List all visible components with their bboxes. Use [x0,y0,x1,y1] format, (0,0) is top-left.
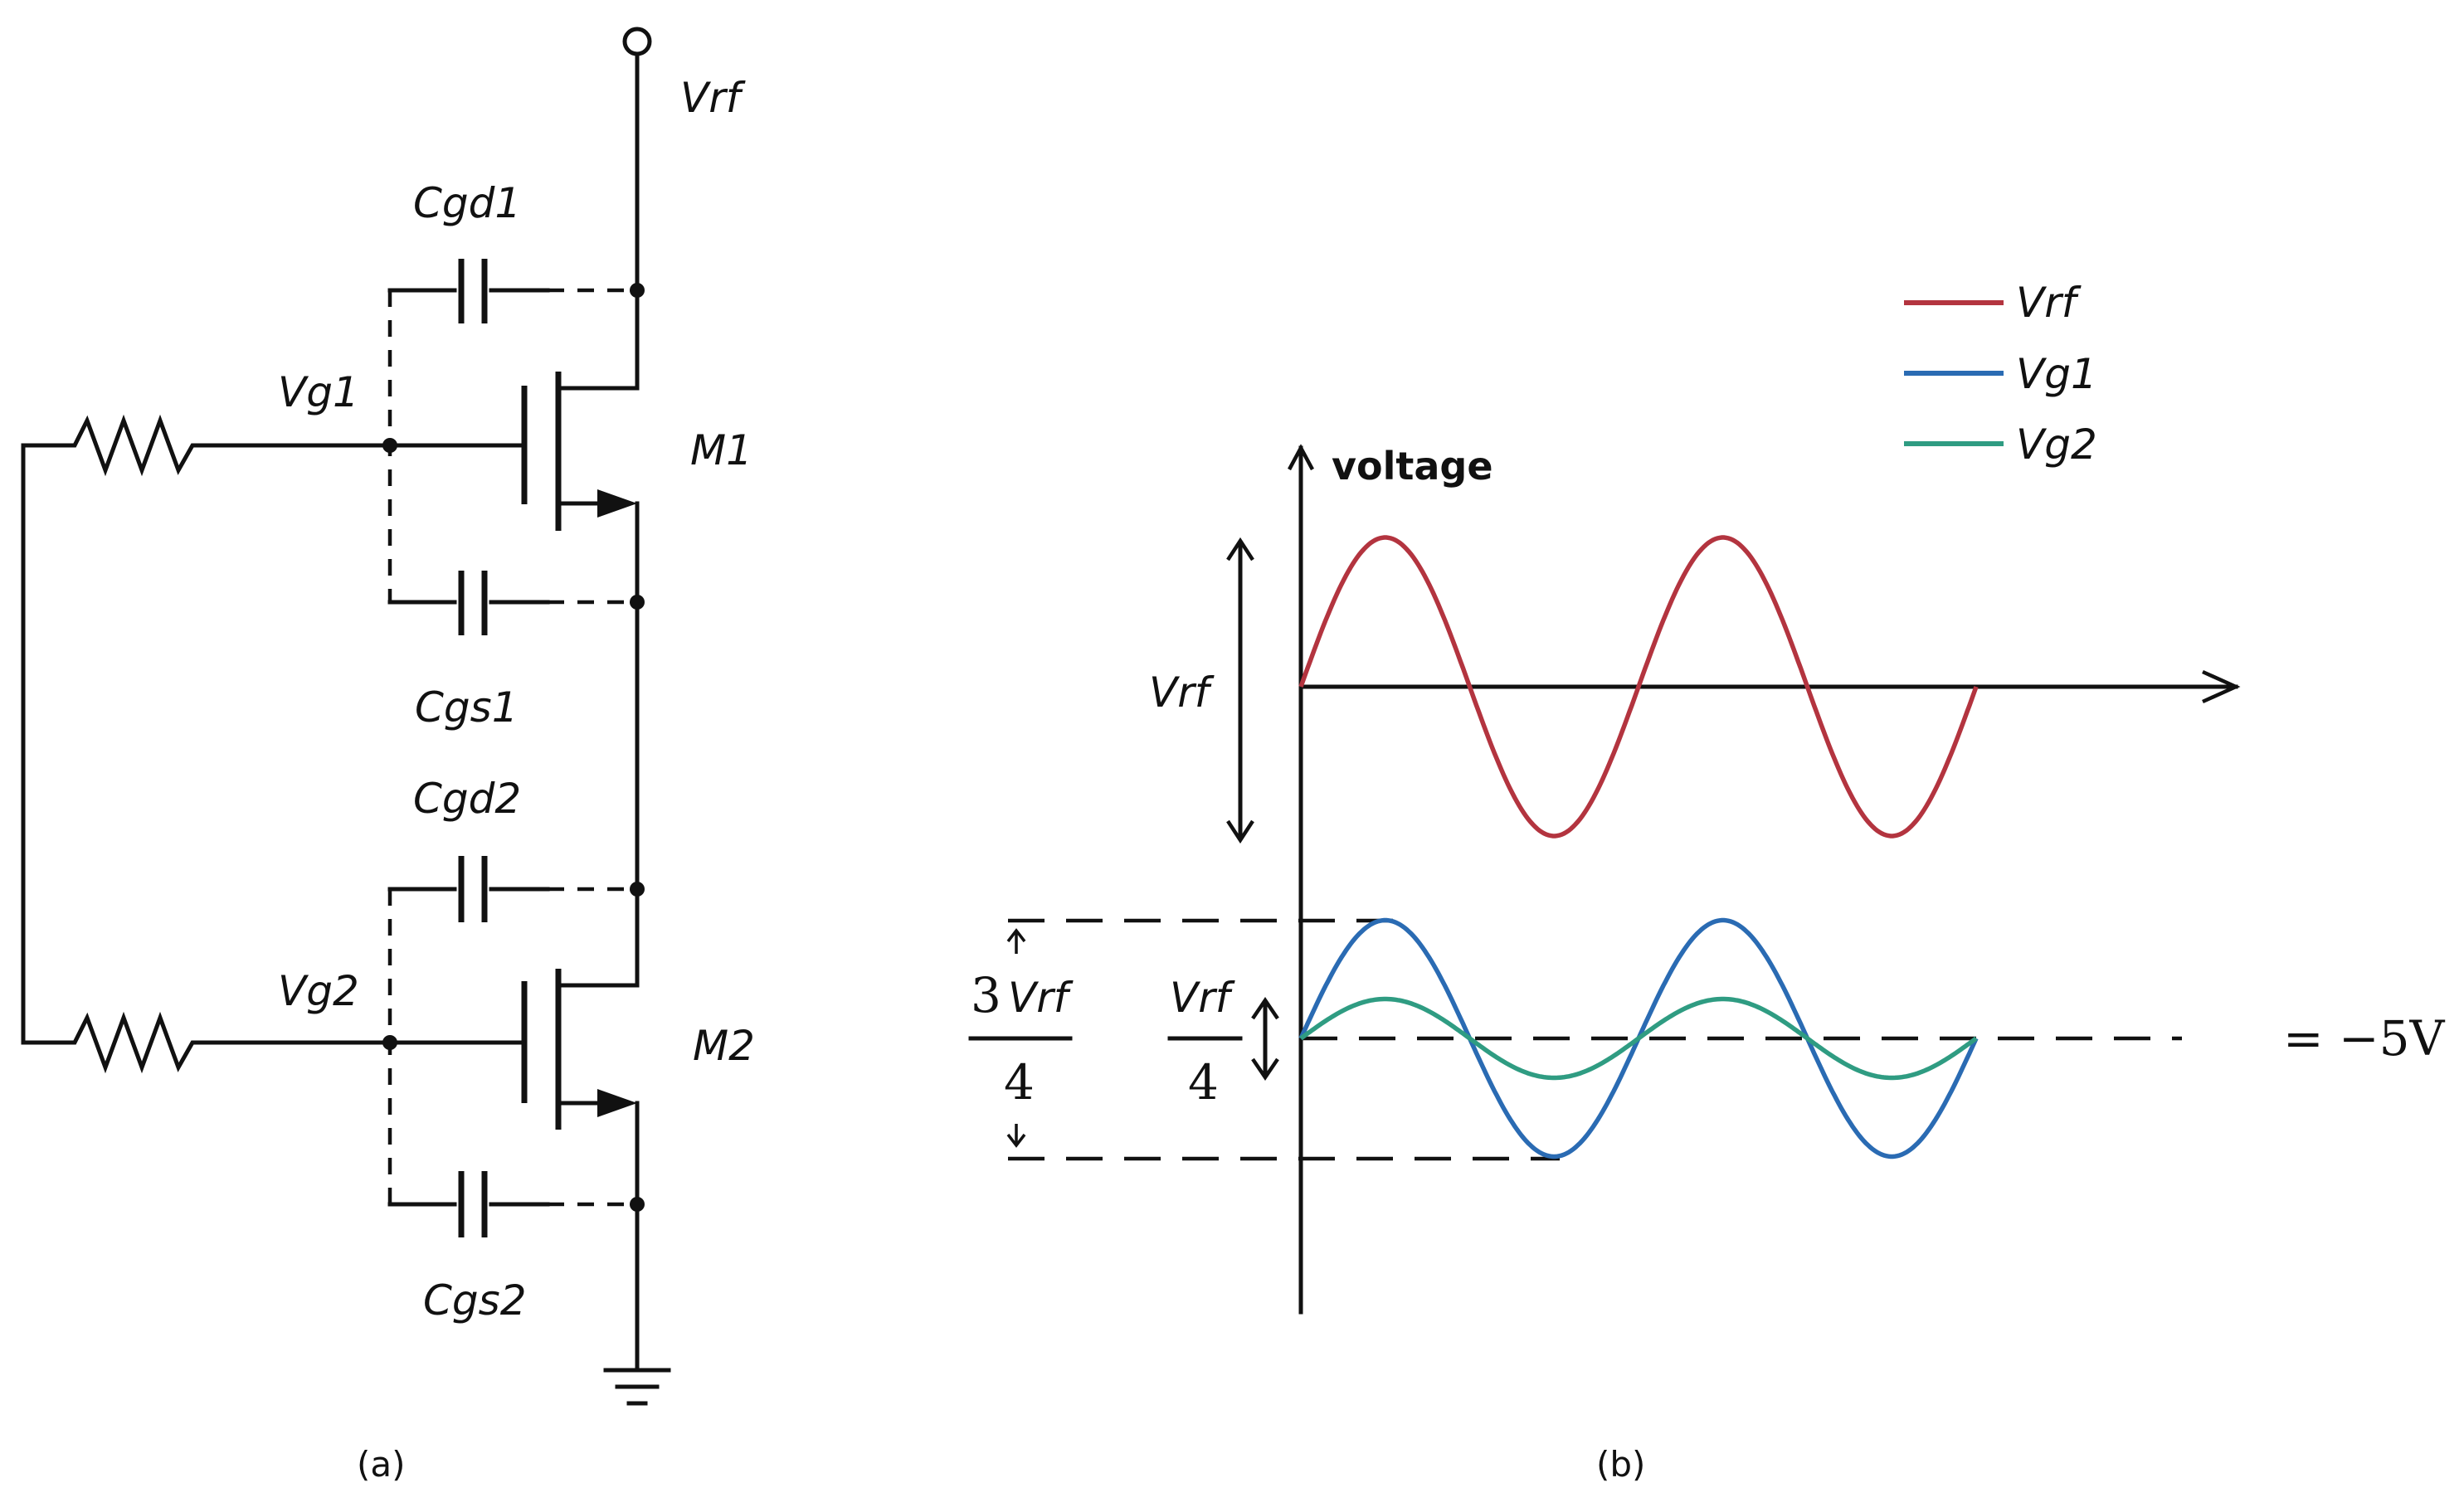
resistor-r1 [21,414,392,477]
cgs1-label: Cgs1 [415,683,519,732]
vrf-amplitude-label: Vrf [1149,668,1215,717]
fraction-left: 3 Vrf 4 [968,928,1074,1148]
ground-symbol [603,1368,671,1406]
caption-a: (a) [357,1444,406,1485]
y-axis-label: voltage [1332,444,1493,489]
resistor-r2 [21,1011,392,1074]
transistor-m2 [387,969,640,1207]
svg-text:4: 4 [1188,1054,1219,1111]
legend-label-vg2: Vg2 [2016,421,2097,469]
x-axis-arrowhead [2202,669,2241,704]
m2-source-arrow [597,1089,637,1117]
svg-text:Vrf: Vrf [1170,974,1235,1022]
svg-text:Vrf: Vrf [1008,974,1074,1022]
legend: Vrf Vg1 Vg2 [1904,279,2097,469]
cgd1-label: Cgd1 [413,179,521,227]
vrf-terminal [622,27,652,56]
series-vrf-line [1298,535,1979,839]
drain-wire-m1 [560,51,640,391]
m2-label: M2 [693,1022,755,1070]
caption-b: (b) [1596,1444,1645,1485]
m1-label: M1 [690,426,752,474]
transistor-m1 [387,372,640,605]
mid-wire [560,600,640,988]
series-vg2-line [1299,996,1978,1081]
legend-label-vg1: Vg1 [2016,350,2097,398]
m1-source-arrow [597,489,637,518]
legend-label-vrf: Vrf [2016,279,2082,327]
vg2-label: Vg2 [278,967,359,1015]
cgd2-label: Cgd2 [413,775,521,823]
fraction-right: Vrf 4 [1167,974,1279,1111]
vrf-amplitude-arrow [1226,537,1254,844]
vrf-terminal-label: Vrf [680,74,746,122]
cgs2-label: Cgs2 [423,1276,527,1325]
dc-level-label: = −5V [2283,1010,2446,1067]
circuit-panel: Vrf M1 Cgd1 Cgs1 Vg1 [21,27,755,1485]
waveform-panel: voltage Vrf 3 Vrf 4 Vrf 4 [968,279,2446,1485]
y-axis-arrowhead [1288,444,1314,471]
svg-text:3: 3 [971,967,1001,1023]
svg-text:4: 4 [1004,1054,1035,1111]
vg1-label: Vg1 [278,368,359,416]
